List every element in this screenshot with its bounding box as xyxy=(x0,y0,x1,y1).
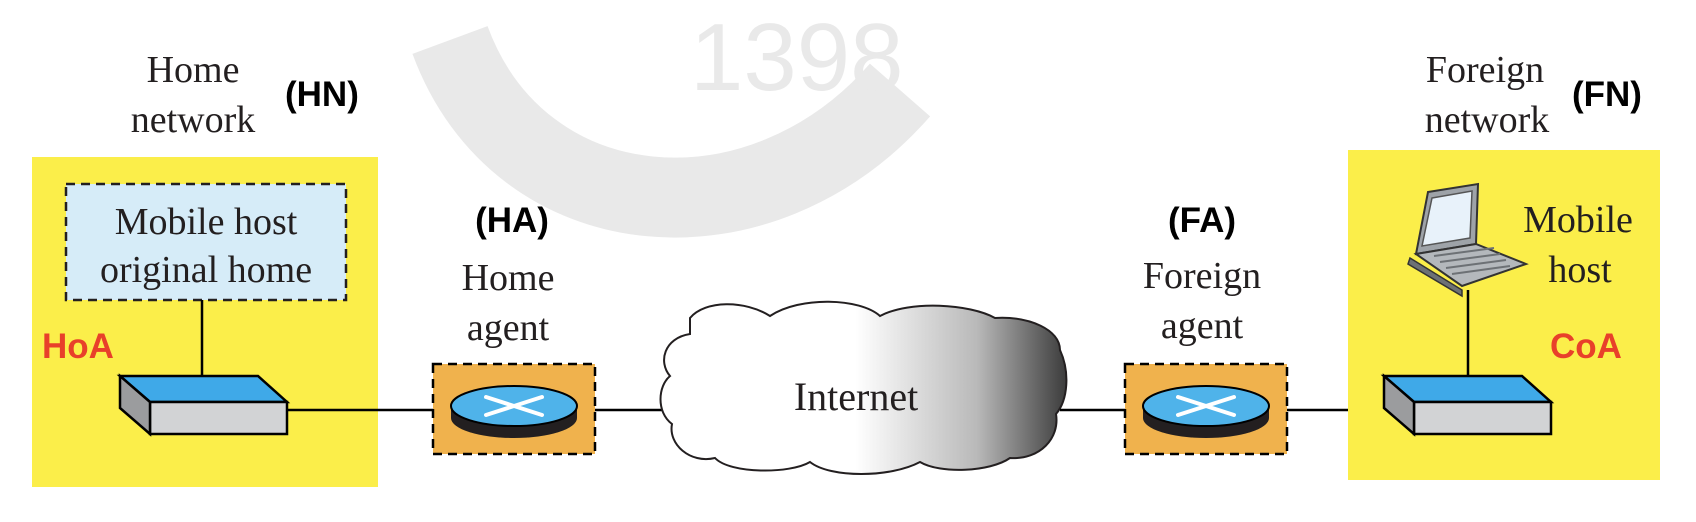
foreign-switch-icon xyxy=(1380,373,1555,437)
home-agent-abbr: (HA) xyxy=(475,201,549,240)
foreign-agent-router-icon xyxy=(1142,385,1270,438)
watermark-seal: 1398 xyxy=(412,4,931,238)
original-home-box xyxy=(64,182,348,302)
home-address-label: HoA xyxy=(42,327,114,366)
watermark-text: 1398 xyxy=(690,4,904,111)
foreign-network-label-line1: Foreign xyxy=(1426,49,1544,91)
home-switch-icon xyxy=(116,373,291,437)
foreign-network-label-line2: network xyxy=(1425,99,1550,141)
home-network-label-line1: Home xyxy=(147,49,240,91)
home-network-label-line2: network xyxy=(131,99,256,141)
watermark-arc xyxy=(412,25,931,238)
home-agent-label-line2: agent xyxy=(467,307,550,349)
mobile-host-line1: Mobile xyxy=(1523,199,1633,241)
foreign-network-abbr: (FN) xyxy=(1572,75,1642,114)
home-network-abbr: (HN) xyxy=(285,75,359,114)
home-agent-label-line1: Home xyxy=(462,257,555,299)
original-home-line2: original home xyxy=(100,249,312,291)
foreign-agent-label-line1: Foreign xyxy=(1143,255,1261,297)
home-agent-router-icon xyxy=(450,385,578,438)
mobile-host-line2: host xyxy=(1548,249,1612,291)
internet-cloud-icon xyxy=(659,300,1068,475)
laptop-icon xyxy=(1407,182,1529,298)
foreign-agent-label-line2: agent xyxy=(1161,305,1244,347)
internet-label: Internet xyxy=(794,374,918,419)
original-home-line1: Mobile host xyxy=(115,201,298,243)
foreign-address-label: CoA xyxy=(1550,327,1622,366)
foreign-agent-abbr: (FA) xyxy=(1168,201,1236,240)
